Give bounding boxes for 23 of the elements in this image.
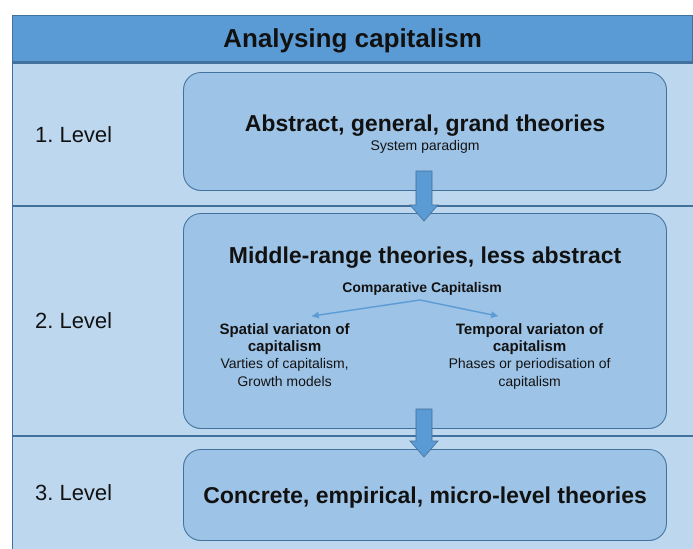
block-arrow: [409, 408, 439, 458]
branch-heading: Temporal variaton of capitalism: [454, 321, 604, 355]
box-heading: Middle-range theories, less abstract: [228, 242, 622, 269]
level-label: 2. Level: [35, 308, 112, 334]
box-subtitle: System paradigm: [370, 137, 480, 153]
title-banner: Analysing capitalism: [12, 15, 693, 62]
branch-description: Phases or periodisation of capitalism: [448, 355, 612, 390]
level-band: [12, 435, 693, 549]
theory-box: [183, 213, 667, 429]
theory-box: [183, 449, 667, 541]
branch-heading: Spatial variaton of capitalism: [218, 321, 351, 355]
level-band: [12, 205, 693, 435]
level-label: 3. Level: [35, 480, 112, 506]
box-heading: Abstract, general, grand theories: [244, 110, 606, 137]
block-arrow: [409, 170, 439, 222]
arrow: [312, 299, 420, 319]
level-label: 1. Level: [35, 122, 112, 148]
branch-description: Varties of capitalism, Growth models: [219, 355, 350, 390]
arrow: [420, 299, 498, 318]
box-heading: Concrete, empirical, micro-level theories: [203, 482, 647, 508]
level-band: [12, 62, 693, 205]
theory-box: [183, 72, 667, 191]
box-subtitle: Comparative Capitalism: [342, 279, 502, 295]
